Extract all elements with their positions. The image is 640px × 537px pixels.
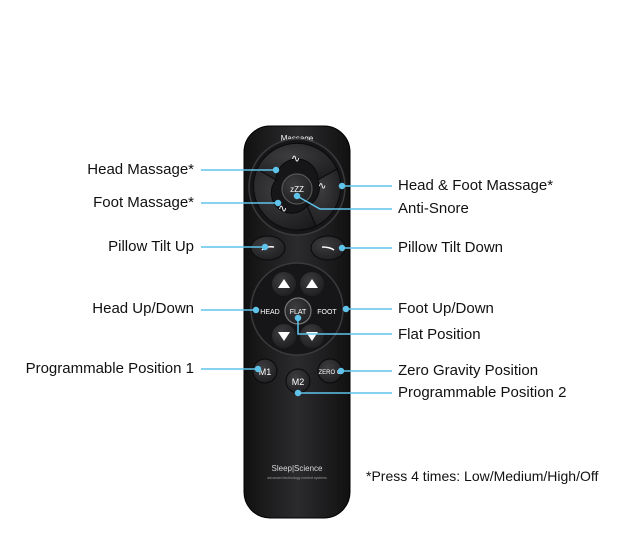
m2-label: M2 (292, 377, 305, 387)
tilt-down-icon (321, 246, 335, 251)
flat-label: FLAT (290, 309, 307, 316)
callout-head-foot-massage: Head & Foot Massage* (398, 177, 554, 194)
massage-dial: zZZ ∿ ∿ ∿ (248, 138, 346, 236)
callout-anti-snore: Anti-Snore (398, 200, 469, 217)
massage-note: *Press 4 times: Low/Medium/High/Off (366, 468, 599, 484)
head-down-arrow-icon (278, 332, 290, 341)
leader-flat-position (297, 318, 392, 335)
pillow-tilt-down-button[interactable] (310, 235, 346, 261)
callout-pillow-tilt-up: Pillow Tilt Up (108, 238, 194, 255)
callout-pillow-tilt-down: Pillow Tilt Down (398, 239, 504, 256)
callout-programmable-1: Programmable Position 1 (25, 360, 194, 377)
foot-label: FOOT (317, 309, 337, 316)
callout-zero-gravity: Zero Gravity Position (398, 362, 539, 379)
callout-foot-up-down: Foot Up/Down (398, 300, 494, 317)
callout-foot-massage: Foot Massage* (93, 194, 194, 211)
anti-snore-button[interactable] (281, 173, 313, 205)
foot-up-arrow-icon (306, 279, 318, 288)
callout-flat-position: Flat Position (398, 326, 481, 343)
foot-massage-icon: ∿ (278, 203, 287, 215)
anti-snore-icon: zZZ (290, 185, 304, 194)
brand-logo: Sleep|Science (272, 464, 324, 473)
callout-head-up-down: Head Up/Down (92, 300, 194, 317)
foot-massage-button[interactable] (253, 168, 317, 231)
head-massage-icon: ∿ (291, 153, 300, 165)
head-label: HEAD (260, 309, 279, 316)
brand-tagline: advanced technology comfort systems (267, 476, 327, 480)
position-dial: HEAD FOOT FLAT (250, 262, 344, 356)
head-up-arrow-icon (278, 279, 290, 288)
m1-button[interactable] (252, 358, 278, 384)
callout-programmable-2: Programmable Position 2 (398, 384, 567, 401)
leader-lines (201, 166, 392, 397)
head-foot-massage-icon: ∿ (318, 181, 326, 192)
zero-g-label: ZERO G (318, 370, 341, 376)
callout-head-massage: Head Massage* (87, 161, 194, 178)
leader-anti-snore (296, 195, 392, 210)
m1-label: M1 (259, 367, 272, 377)
